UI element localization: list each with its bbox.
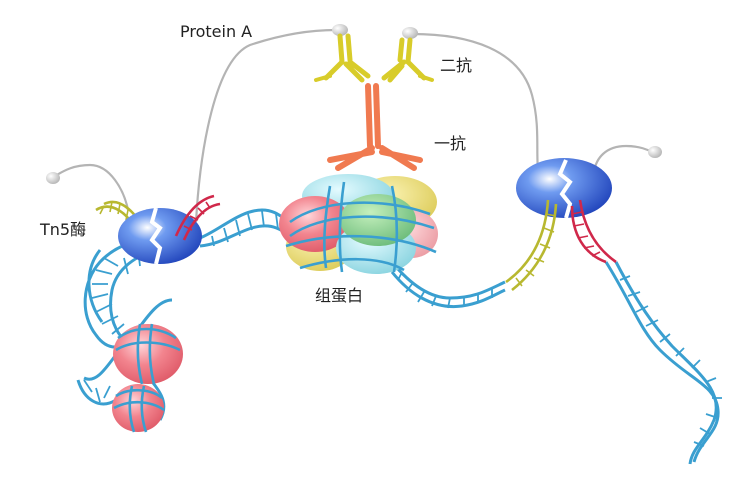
dna-middle-segment [199, 208, 291, 248]
nucleosome-upper [113, 323, 183, 385]
dna-right-linker [390, 261, 506, 309]
tn5-enzyme-right [505, 158, 617, 292]
secondary-antibody [314, 33, 434, 83]
secondary-antibody-label: 二抗 [440, 56, 473, 75]
tn5-enzyme-left [95, 194, 221, 265]
dna-right-segment [604, 261, 722, 465]
histone-core [279, 174, 438, 274]
primary-antibody-label: 一抗 [434, 134, 467, 153]
tn5-label: Tn5酶 [40, 220, 87, 239]
protein-a-bead [332, 24, 348, 36]
histone-label: 组蛋白 [315, 286, 364, 305]
protein-a-bead [46, 172, 60, 184]
primary-antibody [327, 83, 423, 171]
nucleosome-lower [112, 384, 165, 433]
protein-a-tethers [54, 28, 653, 223]
protein-a-beads [46, 24, 662, 184]
protein-a-bead [402, 27, 418, 39]
protein-a-label: Protein A [180, 22, 253, 41]
protein-a-bead [648, 146, 662, 158]
